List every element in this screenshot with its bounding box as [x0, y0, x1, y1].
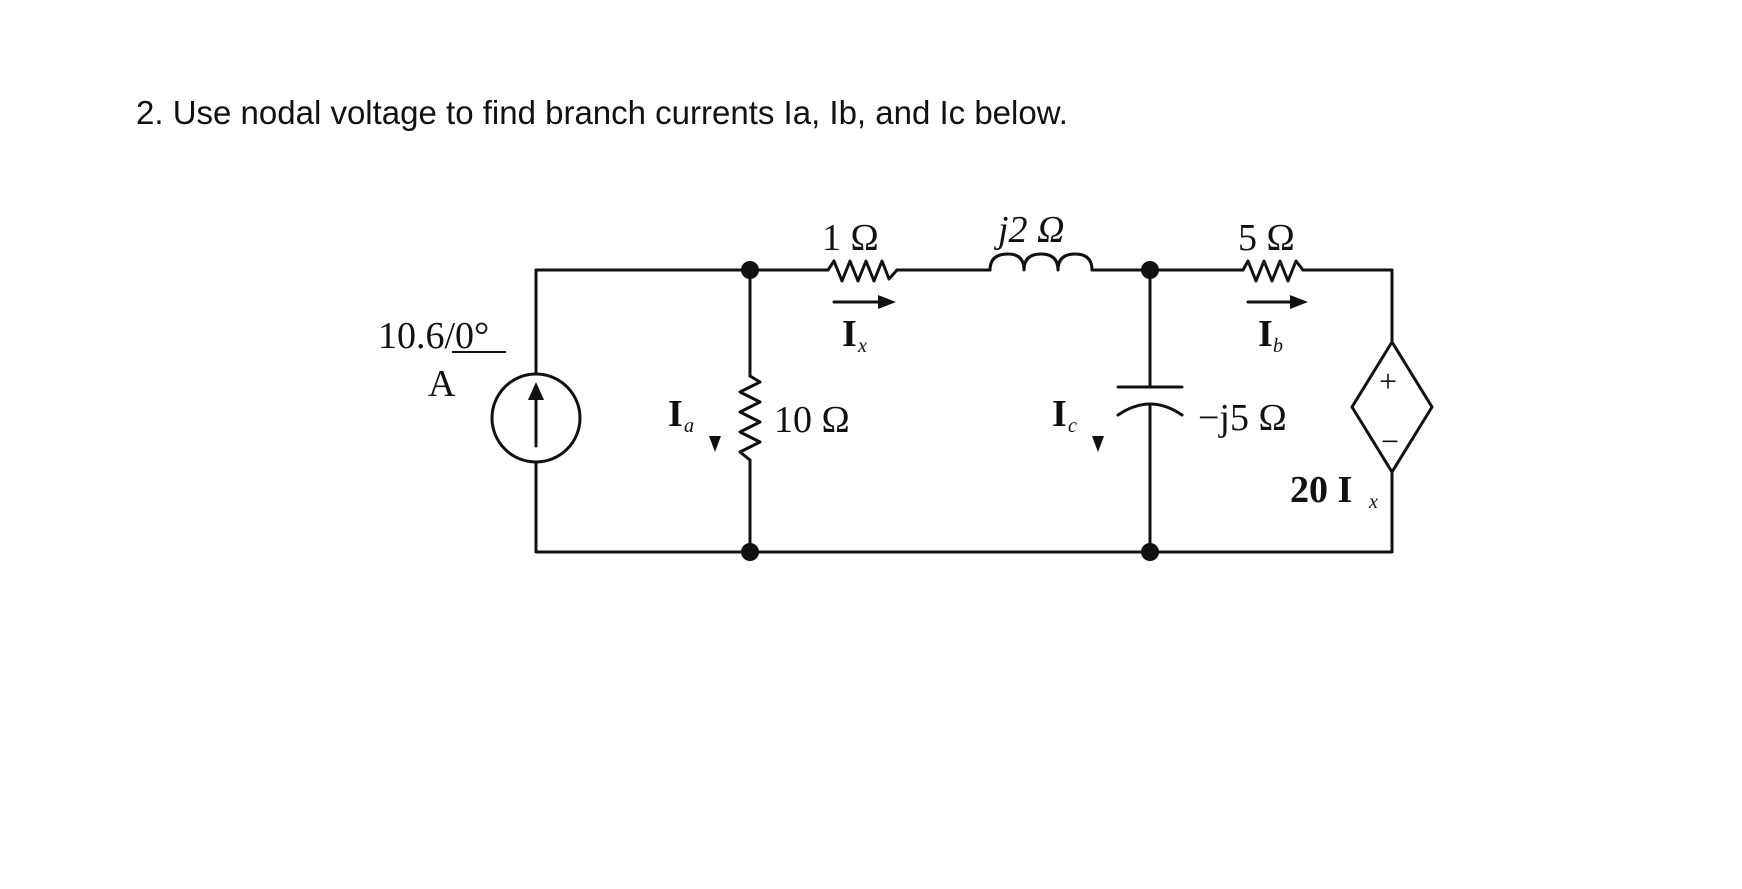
capacitor-icon	[1116, 385, 1184, 417]
ix-label: I	[842, 313, 857, 355]
ix-arrow-icon	[832, 295, 896, 309]
ic-arrow-icon	[1092, 436, 1104, 452]
junction-node	[741, 261, 759, 279]
ib-subscript: b	[1273, 335, 1283, 357]
dependent-source-subscript: x	[1368, 491, 1378, 513]
resistor-5-ohm-icon	[1241, 259, 1305, 283]
resistor-1-ohm-label: 1 Ω	[822, 217, 879, 259]
problem-statement: 2. Use nodal voltage to find branch curr…	[136, 94, 1068, 131]
resistor-1-ohm-icon	[826, 259, 899, 283]
dependent-source-label: 20 I	[1290, 469, 1352, 511]
ib-label: I	[1258, 313, 1273, 355]
junction-node	[1141, 543, 1159, 561]
dep-minus-sign: −	[1381, 423, 1399, 459]
source-value-label: 10.6/0°	[378, 315, 489, 357]
ia-arrow-icon	[709, 436, 721, 452]
wires	[534, 268, 1394, 554]
junction-node	[1141, 261, 1159, 279]
ia-subscript: a	[684, 415, 694, 437]
ic-label: I	[1052, 393, 1067, 435]
resistor-10-ohm-icon	[738, 374, 762, 462]
ib-arrow-icon	[1246, 295, 1308, 309]
ia-label: I	[668, 393, 683, 435]
inductor-j2-icon	[988, 252, 1094, 272]
ic-subscript: c	[1068, 415, 1077, 437]
dependent-voltage-source-icon	[1350, 340, 1434, 474]
inductor-j2-label: j2 Ω	[993, 209, 1065, 251]
resistor-5-ohm-label: 5 Ω	[1238, 217, 1295, 259]
resistor-10-ohm-label: 10 Ω	[774, 399, 850, 441]
current-source-icon	[490, 372, 582, 464]
source-unit-label: A	[428, 363, 456, 405]
dep-plus-sign: +	[1379, 363, 1397, 399]
junction-node	[741, 543, 759, 561]
capacitor-label: −j5 Ω	[1198, 397, 1287, 439]
ix-subscript: x	[857, 335, 867, 357]
